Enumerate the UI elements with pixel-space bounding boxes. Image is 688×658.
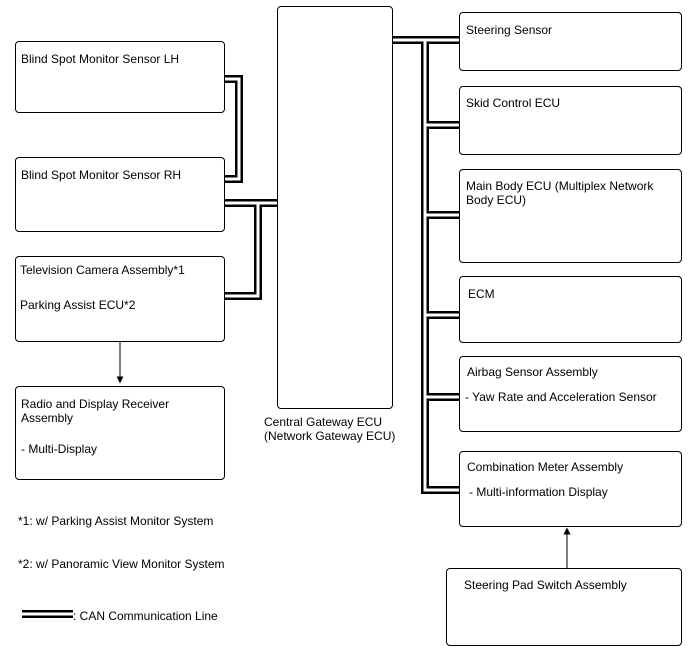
radio-display-receiver-box: Radio and Display Receiver Assembly - Mu… [15, 386, 225, 480]
central-gateway-ecu-label-line2: (Network Gateway ECU) [264, 429, 396, 443]
main-body-ecu-label-line2: Body ECU) [466, 193, 527, 207]
blind-spot-monitor-sensor-lh-box: Blind Spot Monitor Sensor LH [15, 41, 225, 113]
steering-sensor-box: Steering Sensor [459, 12, 682, 71]
parking-assist-ecu-label: Parking Assist ECU*2 [20, 298, 136, 312]
skid-control-ecu-label: Skid Control ECU [466, 96, 561, 110]
television-camera-assembly-label: Television Camera Assembly*1 [20, 263, 185, 277]
footnote-1: *1: w/ Parking Assist Monitor System [18, 514, 214, 528]
steering-sensor-label: Steering Sensor [466, 23, 553, 37]
legend-label: : CAN Communication Line [73, 609, 218, 623]
central-gateway-ecu-label-line1: Central Gateway ECU [264, 415, 383, 429]
steering-pad-switch-assembly-label: Steering Pad Switch Assembly [464, 578, 627, 592]
footnote-2: *2: w/ Panoramic View Monitor System [18, 557, 225, 571]
ecm-label: ECM [468, 287, 495, 301]
blind-spot-monitor-sensor-lh-label: Blind Spot Monitor Sensor LH [21, 52, 180, 66]
central-gateway-ecu-box [277, 6, 393, 409]
television-camera-assembly-box: Television Camera Assembly*1 Parking Ass… [15, 256, 225, 342]
ecm-box: ECM [459, 276, 682, 343]
main-body-ecu-box: Main Body ECU (Multiplex Network Body EC… [459, 169, 682, 263]
can-line-left-camera [223, 199, 279, 300]
airbag-sensor-assembly-box: Airbag Sensor Assembly - Yaw Rate and Ac… [459, 356, 682, 432]
yaw-rate-acceleration-sensor-label: - Yaw Rate and Acceleration Sensor [465, 390, 657, 404]
radio-display-receiver-label-line2: Assembly [21, 411, 74, 425]
can-line-left-sensors [223, 75, 243, 183]
multi-information-display-label: - Multi-information Display [469, 485, 608, 499]
skid-control-ecu-box: Skid Control ECU [459, 86, 682, 155]
multi-display-label: - Multi-Display [21, 442, 98, 456]
combination-meter-assembly-label: Combination Meter Assembly [467, 460, 624, 474]
steering-pad-switch-assembly-box: Steering Pad Switch Assembly [446, 568, 682, 646]
radio-display-receiver-label-line1: Radio and Display Receiver [21, 397, 170, 411]
airbag-sensor-assembly-label: Airbag Sensor Assembly [467, 365, 598, 379]
main-body-ecu-label-line1: Main Body ECU (Multiplex Network [466, 179, 654, 193]
blind-spot-monitor-sensor-rh-box: Blind Spot Monitor Sensor RH [15, 157, 225, 232]
combination-meter-assembly-box: Combination Meter Assembly - Multi-infor… [459, 451, 682, 527]
blind-spot-monitor-sensor-rh-label: Blind Spot Monitor Sensor RH [21, 168, 182, 182]
can-line-right-bus [392, 36, 460, 494]
